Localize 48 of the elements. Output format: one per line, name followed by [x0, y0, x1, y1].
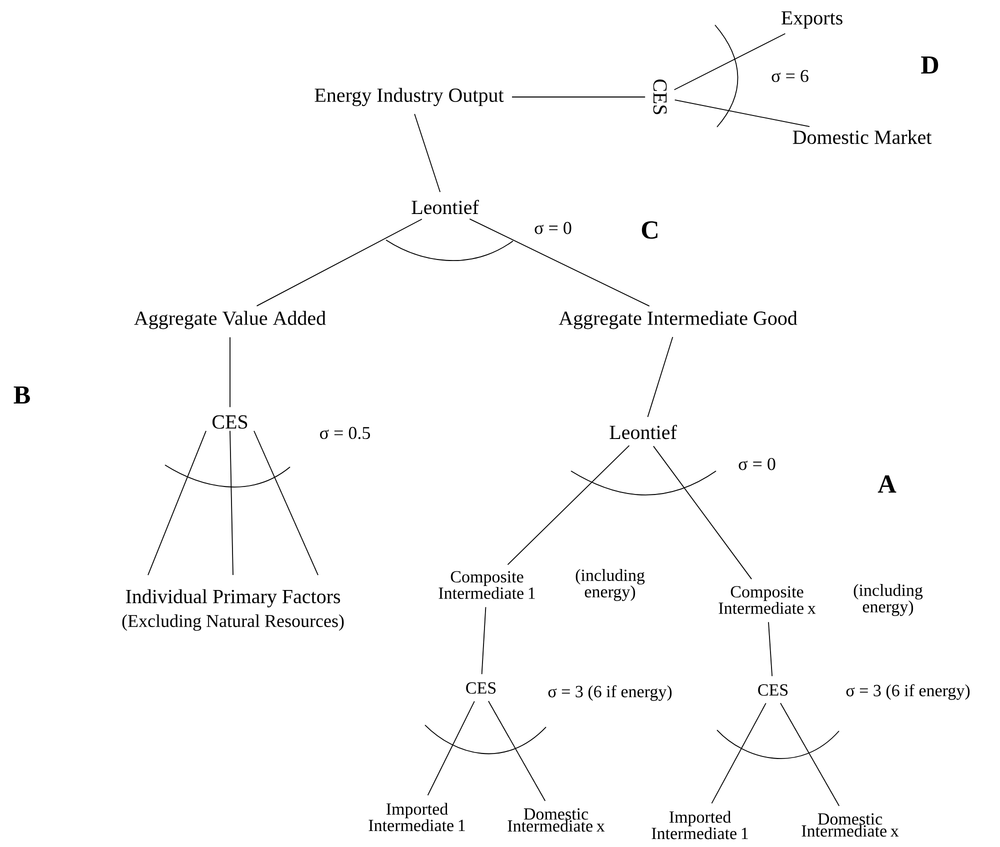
connector-line [507, 445, 630, 566]
connector-line [148, 430, 206, 576]
node-label: Domestic Intermediate x [802, 813, 899, 837]
node-label: CES [653, 79, 667, 114]
node-label: Composite Intermediate 1 [438, 571, 535, 599]
node-label: CES [758, 684, 788, 696]
elasticity-label: σ = 0 [534, 222, 572, 234]
elasticity-label: σ = 0 [738, 458, 776, 470]
connector-line [427, 700, 475, 796]
connector-line [674, 33, 786, 90]
panel-letter: A [878, 475, 896, 493]
node-label: Individual Primary Factors (Excluding Natural Resources) [122, 589, 344, 631]
connector-line [512, 96, 646, 98]
node-label: Aggregate Value Added [134, 310, 326, 330]
node-label: Leontief [412, 200, 479, 214]
node-label: Energy Industry Output [314, 88, 504, 106]
connector-line [488, 700, 546, 802]
panel-letter: B [14, 386, 30, 404]
note-text: (including energy) [576, 569, 645, 601]
node-label: CES [466, 682, 496, 694]
elasticity-label: σ = 3 (6 if energy) [846, 684, 970, 700]
elasticity-label: σ = 6 [772, 70, 808, 82]
connector-line [469, 218, 650, 307]
node-label: CES [212, 415, 248, 429]
panel-letter: C [642, 221, 658, 239]
node-label: Imported Intermediate 1 [368, 802, 465, 832]
node-label: Domestic Intermediate x [508, 808, 605, 832]
node-label: Domestic Market [792, 130, 932, 144]
panel-letter: D [921, 56, 938, 74]
node-label: Aggregate Intermediate Good [558, 310, 798, 330]
elasticity-label: σ = 0.5 [320, 426, 370, 440]
connector-line [230, 430, 234, 576]
connector-line [768, 622, 773, 677]
connector-line [674, 99, 810, 128]
connector-line [256, 218, 422, 306]
note-text: (including energy) [854, 584, 923, 616]
node-label: Imported Intermediate 1 [652, 810, 748, 840]
node-label: Exports [781, 11, 842, 29]
connector-line [780, 702, 840, 806]
node-label: Leontief [610, 424, 677, 440]
node-label: Composite Intermediate x [718, 586, 816, 614]
elasticity-label: σ = 3 (6 if energy) [548, 685, 672, 701]
connector-line [647, 336, 674, 418]
connector-line [414, 114, 441, 192]
connector-line [653, 446, 752, 580]
connector-line [711, 702, 766, 804]
connector-line [481, 606, 486, 675]
connector-line [254, 430, 318, 576]
